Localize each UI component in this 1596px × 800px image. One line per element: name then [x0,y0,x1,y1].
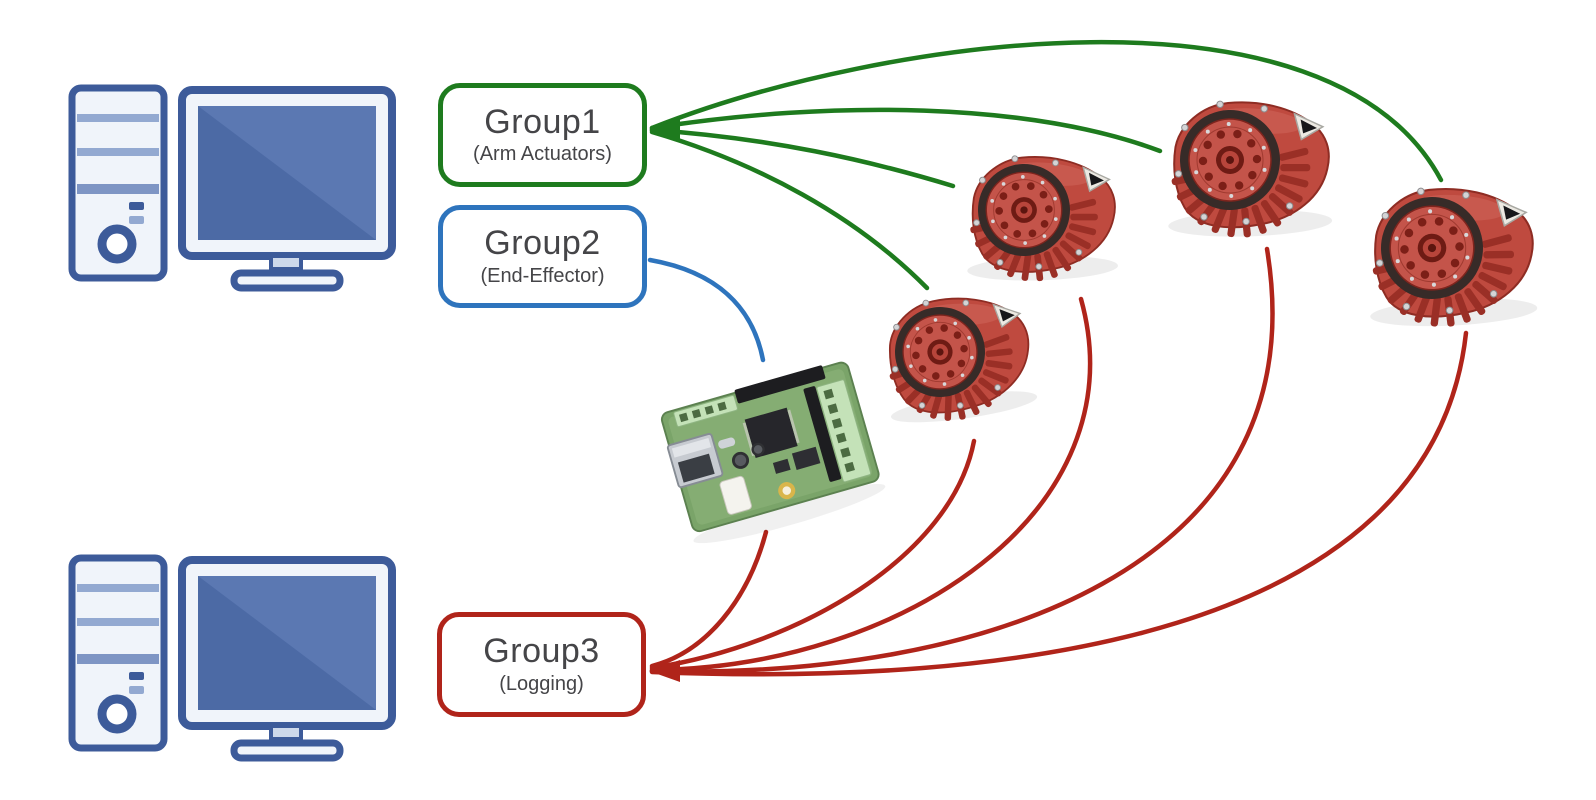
actuator-lower-left-icon [874,285,1040,431]
edge-group1-actuator-top-middle [649,127,956,189]
group3-arrowhead-icon [649,660,680,682]
group3-box: Group3 (Logging) [437,612,646,717]
actuator-top-middle-icon [962,151,1120,285]
group1-label: Group1 [484,102,601,141]
group2-box: Group2 (End-Effector) [438,205,647,308]
group2-sublabel: (End-Effector) [480,264,605,287]
group2-label: Group2 [484,224,601,263]
edge-group3-controller-board [649,529,769,669]
edge-group3-actuator-top-right [649,246,1275,674]
edge-group1-actuator-right [649,39,1444,183]
desktop-computer-top-icon [72,88,392,288]
group3-sublabel: (Logging) [499,672,584,695]
edge-group1-actuator-top-right [649,107,1163,154]
edge-group2-controller-board [647,257,766,363]
controller-board-icon [655,356,890,553]
group1-box: Group1 (Arm Actuators) [438,83,647,187]
connection-edges [647,39,1469,682]
edge-group3-actuator-top-middle [649,296,1093,673]
edge-group1-actuator-lower-left [649,129,930,291]
actuator-top-right-icon [1162,96,1334,242]
actuator-right-icon [1362,181,1540,332]
edge-group3-actuator-right [649,330,1469,677]
group1-arrowhead-icon [649,119,680,142]
edge-group3-actuator-lower-left [649,438,977,671]
group1-sublabel: (Arm Actuators) [473,143,612,166]
group3-label: Group3 [483,632,600,671]
desktop-computer-bottom-icon [72,558,392,758]
